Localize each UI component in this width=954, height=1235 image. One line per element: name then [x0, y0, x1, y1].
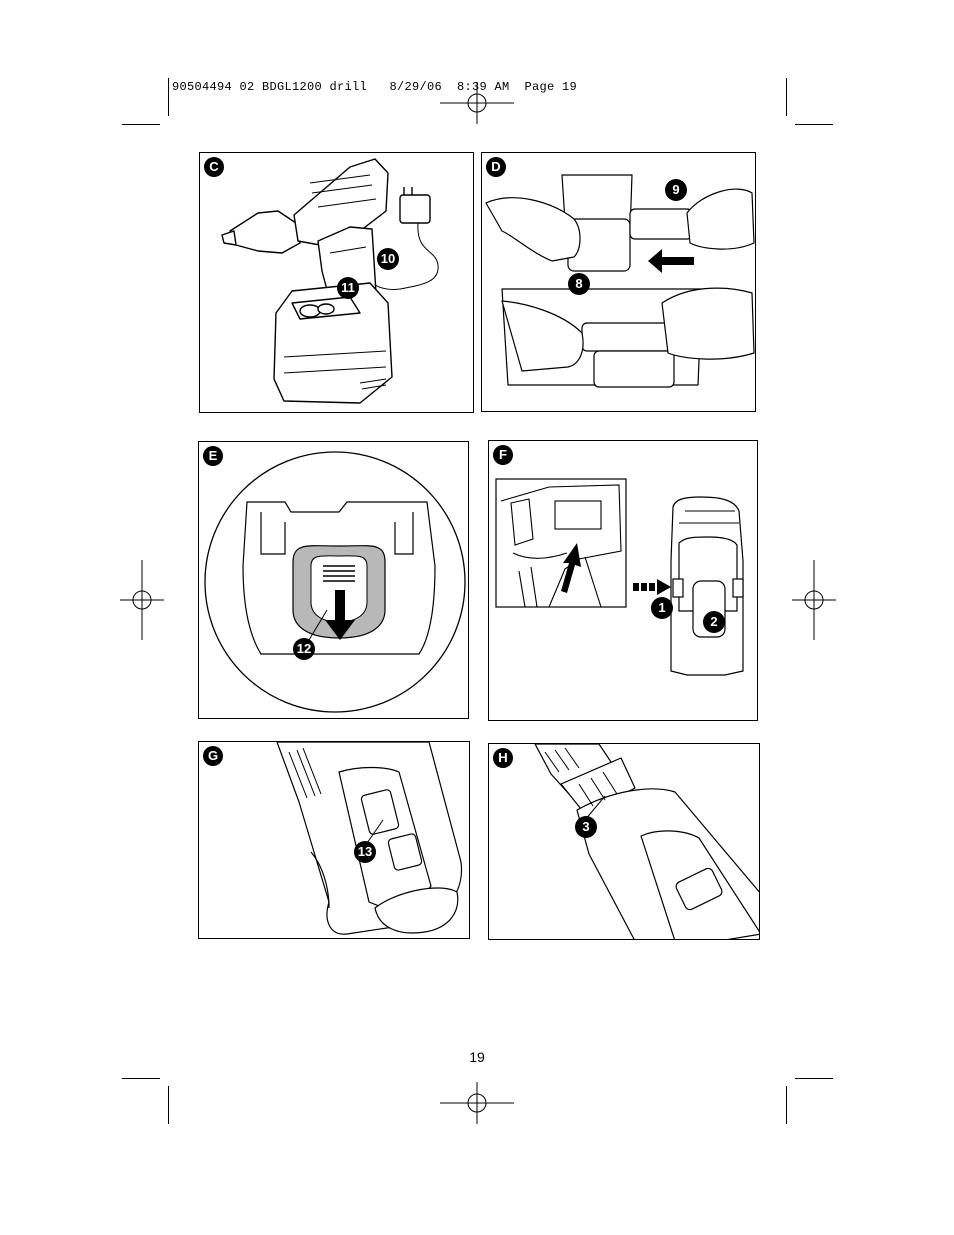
- callout-10: 10: [377, 248, 399, 270]
- callout-9: 9: [665, 179, 687, 201]
- callout-8: 8: [568, 273, 590, 295]
- crop-mark: [122, 124, 160, 125]
- print-slug: 90504494 02 BDGL1200 drill 8/29/06 8:39 …: [172, 80, 578, 94]
- figure-g-speed-switch: G 13: [198, 741, 470, 939]
- crop-mark: [168, 78, 169, 116]
- callout-11: 11: [337, 277, 359, 299]
- down-arrow-icon: [325, 590, 355, 640]
- crop-mark: [795, 1078, 833, 1079]
- torque-clutch-illustration: [534, 744, 759, 939]
- figure-h-clutch-collar: H 3: [488, 743, 760, 940]
- callout-2: 2: [703, 611, 725, 633]
- figure-d-battery-in-charger: D 9 8: [481, 152, 756, 412]
- callout-12: 12: [293, 638, 315, 660]
- page-number: 19: [469, 1049, 485, 1065]
- callout-3: 3: [575, 816, 597, 838]
- figure-label: D: [486, 157, 506, 177]
- crop-mark: [795, 124, 833, 125]
- crop-mark: [168, 1086, 169, 1124]
- speed-switch-illustration: [276, 742, 463, 935]
- registration-mark: [440, 1082, 514, 1124]
- figure-label: C: [204, 157, 224, 177]
- figure-f-direction-switch: F 1: [488, 440, 758, 721]
- crop-mark: [786, 1086, 787, 1124]
- figure-label: G: [203, 746, 223, 766]
- forward-reverse-switch-illustration: [495, 478, 744, 676]
- figure-label: H: [493, 748, 513, 768]
- battery-release-button-illustration: [204, 451, 466, 713]
- figure-e-battery-release: E 12: [198, 441, 469, 719]
- callout-13: 13: [354, 841, 376, 863]
- crop-mark: [786, 78, 787, 116]
- battery-charger-hands-illustration: [485, 174, 755, 388]
- drill-with-charger-illustration: [221, 158, 439, 404]
- figure-c-drill-charging: C: [199, 152, 474, 413]
- insert-arrow-icon: [648, 249, 694, 273]
- up-arrow-icon: [561, 543, 581, 593]
- figure-label: F: [493, 445, 513, 465]
- crop-mark: [122, 1078, 160, 1079]
- registration-mark: [440, 82, 514, 124]
- figure-label: E: [203, 446, 223, 466]
- registration-mark: [120, 560, 164, 640]
- callout-1: 1: [651, 597, 673, 619]
- registration-mark: [792, 560, 836, 640]
